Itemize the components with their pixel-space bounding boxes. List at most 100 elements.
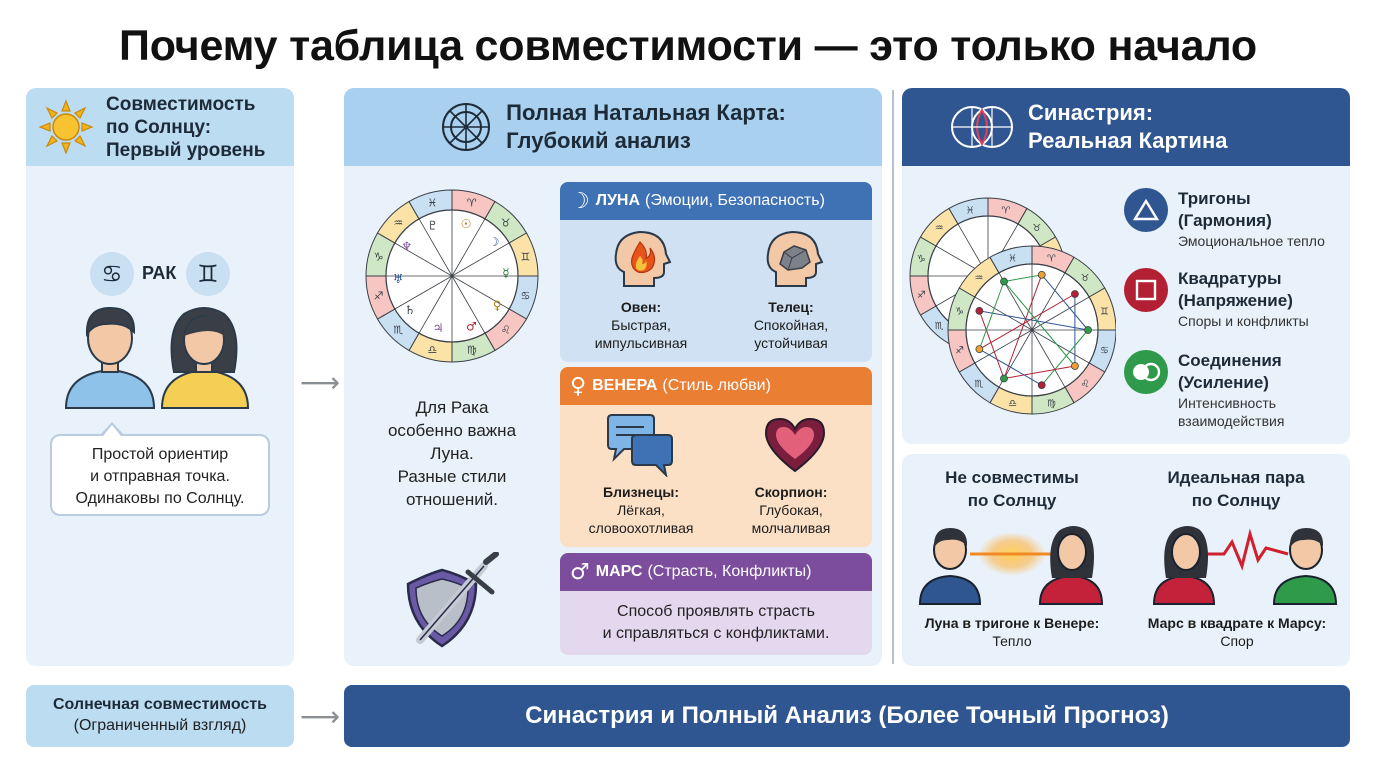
mars-card: ♂ МАРС (Страсть, Конфликты) Способ прояв… bbox=[560, 553, 872, 655]
zodiac-glyph: ♎ bbox=[1008, 398, 1017, 409]
moon-left-desc-2: импульсивная bbox=[594, 335, 688, 351]
shield-sword-icon bbox=[406, 552, 499, 648]
venus-right-sign: Скорпион: bbox=[754, 484, 828, 500]
aspect-line bbox=[1041, 329, 1089, 386]
chat-bubbles-icon bbox=[607, 414, 673, 477]
zodiac-wheel-icon bbox=[442, 103, 491, 151]
mars-card-header: ♂ МАРС (Страсть, Конфликты) bbox=[560, 553, 872, 591]
head-stone-icon bbox=[766, 230, 824, 287]
panel-divider bbox=[892, 90, 894, 664]
synastry-title-line-2: Реальная Картина bbox=[1028, 128, 1228, 153]
natal-wheel: ♈♉♊♋♌♍♎♏♐♑♒♓☉☽☿♀♂♃♄♅♆♇ bbox=[365, 189, 539, 363]
planet-glyph: ♄ bbox=[405, 303, 416, 317]
conjunctions-title-2: (Усиление) bbox=[1178, 373, 1269, 392]
ideal-title: Идеальная пара по Солнцу bbox=[1136, 466, 1336, 512]
arrow-right-icon: ⟶ bbox=[300, 367, 341, 398]
zodiac-glyph: ♓ bbox=[1008, 254, 1017, 265]
planet-dot bbox=[1000, 374, 1008, 383]
squares-desc: Споры и конфликты bbox=[1178, 313, 1309, 329]
synastry-panel-title: Синастрия: Реальная Картина bbox=[1028, 99, 1227, 155]
planet-dot bbox=[1070, 362, 1079, 370]
planet-glyph: ♂ bbox=[466, 319, 477, 333]
moon-card-header: ☽ ЛУНА (Эмоции, Безопасность) bbox=[560, 182, 872, 220]
zodiac-glyph: ♌ bbox=[1081, 379, 1090, 390]
moon-right-desc-1: Спокойная, bbox=[753, 317, 829, 333]
overlapping-wheels-icon bbox=[951, 106, 1013, 148]
triangle-icon bbox=[1124, 188, 1168, 232]
aspect-line bbox=[1003, 281, 1076, 367]
sun-icon bbox=[38, 99, 94, 155]
house-line bbox=[394, 275, 453, 310]
bubble-line-2: и отправная точка. bbox=[90, 468, 230, 485]
sun-title-line-1: Совместимость bbox=[106, 93, 256, 115]
heart-icon bbox=[764, 417, 826, 473]
natal-title-line-2: Глубокий анализ bbox=[506, 128, 691, 153]
zodiac-glyph: ♏ bbox=[935, 321, 944, 332]
zodiac-glyph: ♐ bbox=[917, 290, 926, 301]
planet-dot bbox=[1037, 381, 1046, 390]
aspect-line bbox=[979, 310, 1089, 331]
venus-right-desc-1: Глубокая, bbox=[759, 502, 823, 518]
house-line bbox=[1031, 329, 1090, 364]
mars-icon: ♂ bbox=[570, 559, 590, 585]
planet-glyph: ☿ bbox=[502, 266, 509, 280]
synastry-title-line-1: Синастрия: bbox=[1028, 100, 1154, 125]
solar-box-subtitle: (Ограниченный взгляд) bbox=[73, 717, 247, 734]
incompatible-title-1: Не совместимы bbox=[945, 468, 1079, 487]
bubble-line-1: Простой ориентир bbox=[91, 446, 229, 463]
zodiac-glyph: ♌ bbox=[501, 324, 511, 337]
house-line bbox=[394, 242, 453, 277]
venus-card: ♀ ВЕНЕРА (Стиль любви) Близнецы: Лёгкая,… bbox=[560, 367, 872, 547]
venus-left-sign: Близнецы: bbox=[603, 484, 679, 500]
sun-panel-title: Совместимость по Солнцу: Первый уровень bbox=[106, 93, 265, 162]
page-title: Почему таблица совместимости — это тольк… bbox=[118, 22, 1257, 70]
venus-card-header: ♀ ВЕНЕРА (Стиль любви) bbox=[560, 367, 872, 405]
zodiac-glyph: ♈ bbox=[467, 197, 477, 210]
venus-left-desc-1: Лёгкая, bbox=[617, 502, 665, 518]
venus-left-desc-2: словоохотливая bbox=[588, 520, 694, 536]
mars-desc-line-1: Способ проявлять страсть bbox=[617, 603, 815, 620]
zodiac-glyph: ♒ bbox=[935, 223, 944, 234]
natal-note: Для Рака особенно важна Луна. Разные сти… bbox=[362, 396, 542, 511]
conjunctions-text: Соединения (Усиление) Интенсивность взаи… bbox=[1178, 350, 1284, 430]
gemini-glyph: ♊ bbox=[197, 260, 219, 288]
aspect-line bbox=[1041, 274, 1089, 331]
zodiac-glyph: ♎ bbox=[427, 343, 437, 356]
planet-dot bbox=[975, 345, 984, 354]
trines-desc: Эмоциональное тепло bbox=[1178, 233, 1325, 249]
sun-compatibility-panel: Совместимость по Солнцу: Первый уровень bbox=[26, 88, 294, 666]
planet-dot bbox=[1037, 270, 1046, 279]
zodiac-glyph: ♈ bbox=[1047, 254, 1056, 265]
left-pair-result: Тепло bbox=[992, 633, 1032, 649]
synastry-analysis-banner: Синастрия и Полный Анализ (Более Точный … bbox=[344, 685, 1350, 747]
woman-avatar-right bbox=[1152, 526, 1216, 605]
venus-subtitle: (Стиль любви) bbox=[662, 377, 771, 394]
cancer-glyph: ♋ bbox=[101, 260, 123, 288]
house-line bbox=[418, 275, 453, 334]
trines-item: Тригоны (Гармония) Эмоциональное тепло bbox=[1124, 188, 1325, 250]
square-icon bbox=[1124, 268, 1168, 312]
aspect-line bbox=[1003, 274, 1042, 282]
zodiac-glyph: ♍ bbox=[467, 343, 477, 356]
mars-title: МАРС bbox=[595, 563, 643, 580]
left-pair-aspect: Луна в тригоне к Венере: bbox=[924, 615, 1100, 631]
house-line bbox=[451, 275, 510, 310]
zodiac-glyph: ♒ bbox=[393, 216, 403, 229]
man-avatar-right bbox=[1272, 528, 1338, 605]
zodiac-glyph: ♓ bbox=[966, 205, 975, 216]
zodiac-glyph: ♋ bbox=[520, 290, 530, 303]
zodiac-glyph: ♒ bbox=[975, 273, 984, 284]
moon-left-desc-1: Быстрая, bbox=[611, 317, 671, 333]
conjunctions-desc-2: взаимодействия bbox=[1178, 413, 1285, 429]
moon-left-sign: Овен: bbox=[620, 299, 662, 315]
natal-title-line-1: Полная Натальная Карта: bbox=[506, 100, 786, 125]
zodiac-glyph: ♏ bbox=[393, 324, 403, 337]
note-line-3: Луна. bbox=[430, 444, 474, 463]
couple-illustration bbox=[64, 306, 250, 409]
planet-dot bbox=[975, 306, 984, 315]
squares-title-1: Квадратуры bbox=[1178, 269, 1282, 288]
sun-title-line-2: по Солнцу: bbox=[106, 116, 212, 138]
synastry-panel-header: Синастрия: Реальная Картина bbox=[902, 88, 1350, 166]
house-line bbox=[451, 242, 510, 277]
zodiac-glyph: ♐ bbox=[374, 290, 384, 303]
